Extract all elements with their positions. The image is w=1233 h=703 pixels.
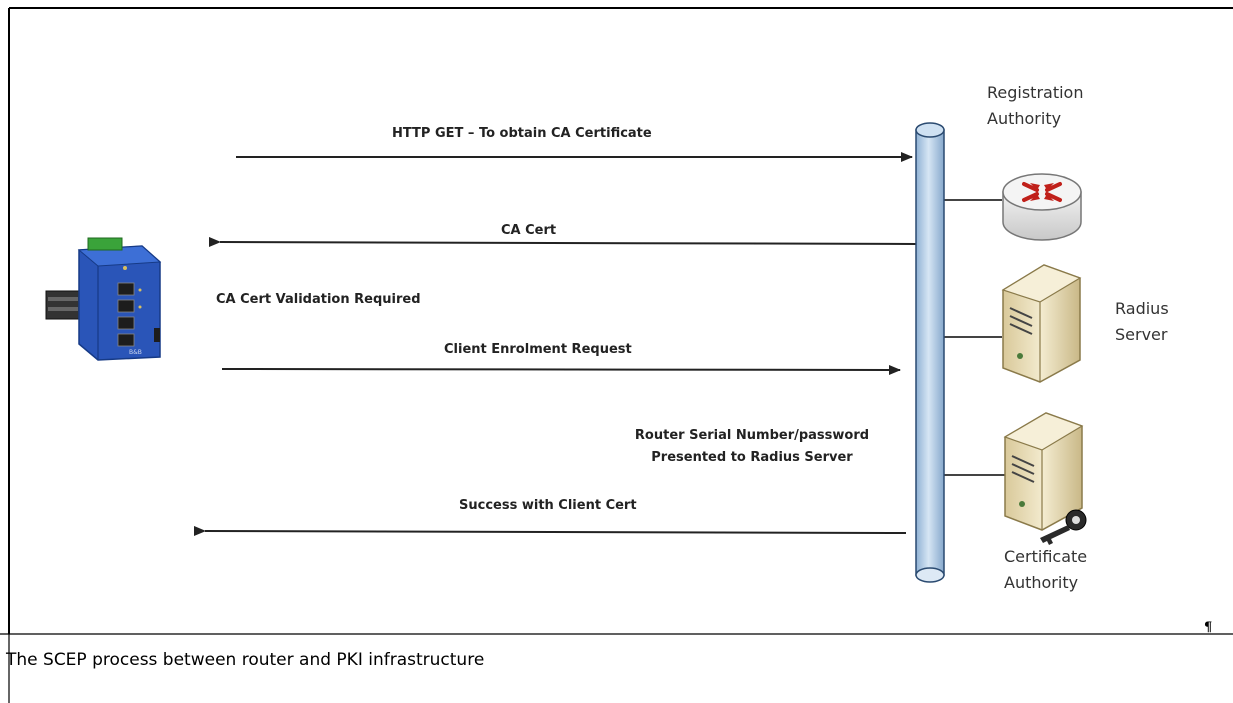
radius-server-label: Radius Server bbox=[1115, 296, 1169, 348]
radius-server-icon bbox=[1001, 264, 1082, 383]
arrow-client-enrolment bbox=[221, 364, 901, 375]
arrow-success bbox=[193, 525, 907, 536]
registration-authority-label: Registration Authority bbox=[987, 80, 1083, 132]
message-router-serial-line1: Router Serial Number/password bbox=[634, 428, 870, 443]
message-client-enrolment: Client Enrolment Request bbox=[444, 342, 632, 357]
message-success: Success with Client Cert bbox=[459, 498, 637, 513]
certificate-authority-label: Certificate Authority bbox=[1004, 544, 1087, 596]
radius-server-line1: Radius bbox=[1115, 299, 1169, 318]
message-ca-cert: CA Cert bbox=[501, 223, 557, 238]
certificate-authority-line1: Certificate bbox=[1004, 547, 1088, 566]
figure-caption: The SCEP process between router and PKI … bbox=[6, 650, 485, 670]
certificate-authority-icon bbox=[1003, 412, 1087, 545]
registration-authority-line2: Authority bbox=[987, 109, 1062, 128]
message-http-get: HTTP GET – To obtain CA Certificate bbox=[392, 126, 652, 141]
industrial-router-device: B&B bbox=[45, 237, 162, 361]
key-icon bbox=[1040, 509, 1087, 545]
frame-border bbox=[0, 7, 1233, 703]
registration-authority-line1: Registration bbox=[987, 83, 1084, 102]
svg-text:B&B: B&B bbox=[129, 349, 142, 356]
arrow-ca-cert bbox=[208, 236, 917, 247]
certificate-authority-line2: Authority bbox=[1004, 573, 1079, 592]
radius-server-line2: Server bbox=[1115, 325, 1168, 344]
message-ca-cert-validation: CA Cert Validation Required bbox=[216, 292, 421, 307]
bus-connectors bbox=[944, 199, 1005, 476]
message-router-serial-line2: Presented to Radius Server bbox=[651, 450, 853, 465]
pilcrow-mark: ¶ bbox=[1204, 620, 1213, 635]
network-bus bbox=[915, 122, 945, 583]
router-icon bbox=[1002, 173, 1082, 241]
